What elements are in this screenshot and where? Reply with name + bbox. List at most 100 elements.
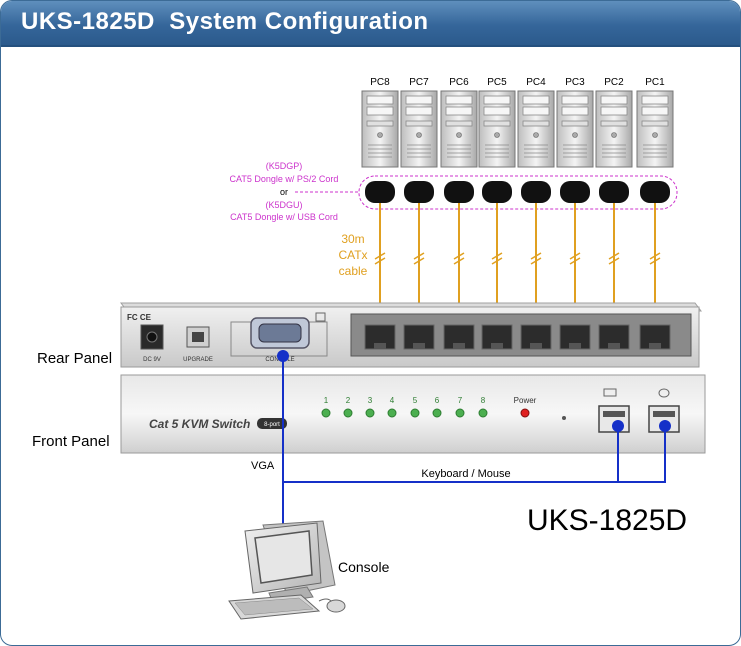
pc-tower: PC1 [636,77,674,168]
mouse-connector-dot [659,420,671,432]
catx-dongle [560,181,590,203]
port-led: 5 [410,396,420,418]
keyboard-connector-dot [612,420,624,432]
rj45-clip [453,343,465,349]
port-led: 6 [432,396,442,418]
rear-fc-ce-mark: FC CE [127,313,152,322]
pc-power-button [456,132,462,138]
port-led: 8 [478,396,488,418]
rj45-port [520,324,552,350]
keyboard-keys [234,597,314,616]
usb-port-mouse-tongue [653,411,675,417]
rj45-port [598,324,630,350]
pc-drive-bay [405,95,433,105]
model-name: UKS-1825D [527,504,687,537]
pc-drive-bay [445,106,473,116]
pc-drive-bay [366,106,394,116]
port-led-number: 3 [368,396,373,405]
dc-jack-label: DC 9V [143,357,161,363]
port-led-number: 1 [324,396,329,405]
dongle-note-line1: (K5DGP) [266,161,303,171]
dongle-note-or: or [280,187,288,197]
pc-tower: PC2 [595,77,633,168]
catx-dongle [640,181,670,203]
pc-drive-bay [522,95,550,105]
cable-break-mark [569,252,581,260]
page-title: UKS-1825D System Configuration [21,8,429,35]
pc-label: PC6 [449,77,469,88]
cable-break-mark [569,257,581,265]
pc-label: PC8 [370,77,390,88]
pc-tower: PC7 [400,77,438,168]
catx-dongle [482,181,512,203]
pc-drive-bay [483,95,511,105]
port-led-number: 8 [481,396,486,405]
dongle-note-line3: (K5DGU) [265,200,302,210]
pc-drive-bay [405,106,433,116]
catx-dongle [521,181,551,203]
pc-drive-bay [483,106,511,116]
cable-break-mark [413,252,425,260]
pc-power-button [377,132,383,138]
dc-jack-hole [146,331,158,343]
title-bar: UKS-1825D System Configuration [1,1,740,47]
pc-power-button [572,132,578,138]
rj45-port [481,324,513,350]
rj45-clip [608,343,620,349]
dongles [365,181,670,203]
pc-drive-bay [561,95,589,105]
pc-floppy-slot [366,120,394,127]
pc-floppy-slot [522,120,550,127]
pc-drive-bay [600,95,628,105]
pc-power-button [416,132,422,138]
cable-break-mark [649,252,661,260]
pc-drive-bay [641,106,669,116]
pc-drive-bay [600,106,628,116]
rear-panel-label: Rear Panel [37,350,112,367]
cable-note-line3: cable [339,264,368,278]
pc-tower: PC4 [517,77,555,168]
pc-floppy-slot [405,120,433,127]
upgrade-port-inner [192,332,204,342]
mouse-cord [318,598,332,602]
catx-dongle [404,181,434,203]
port-led: 3 [365,396,375,418]
rj45-clip [530,343,542,349]
port-led: 4 [387,396,397,418]
pc-drive-bay [445,95,473,105]
cable-break-mark [491,257,503,265]
console-computer [228,520,346,620]
cable-break-mark [530,257,542,265]
port-led-number: 2 [346,396,351,405]
vga-connector-dot [277,350,289,362]
pc-floppy-slot [600,120,628,127]
reset-hole [562,416,566,420]
pc-tower: PC3 [556,77,594,168]
pc-drive-bay [641,95,669,105]
rj45-port [639,324,671,350]
port-led: 1 [321,396,331,418]
catx-dongle [444,181,474,203]
pc-label: PC1 [645,77,665,88]
cable-break-mark [374,257,386,265]
power-led [520,408,530,418]
port-led-number: 6 [435,396,440,405]
port-led-light [410,408,420,418]
port-led-light [365,408,375,418]
pc-power-button [611,132,617,138]
cable-break-mark [649,257,661,265]
rj45-clip [569,343,581,349]
mouse-icon [658,388,670,398]
rj45-port [559,324,591,350]
rj45-port [443,324,475,350]
rj45-port [403,324,435,350]
cable-break-mark [374,252,386,260]
pc-drive-bay [522,106,550,116]
front-ports-tag: 8-port [264,422,280,428]
upgrade-port-label: UPGRADE [183,357,213,363]
pc-label: PC4 [526,77,546,88]
